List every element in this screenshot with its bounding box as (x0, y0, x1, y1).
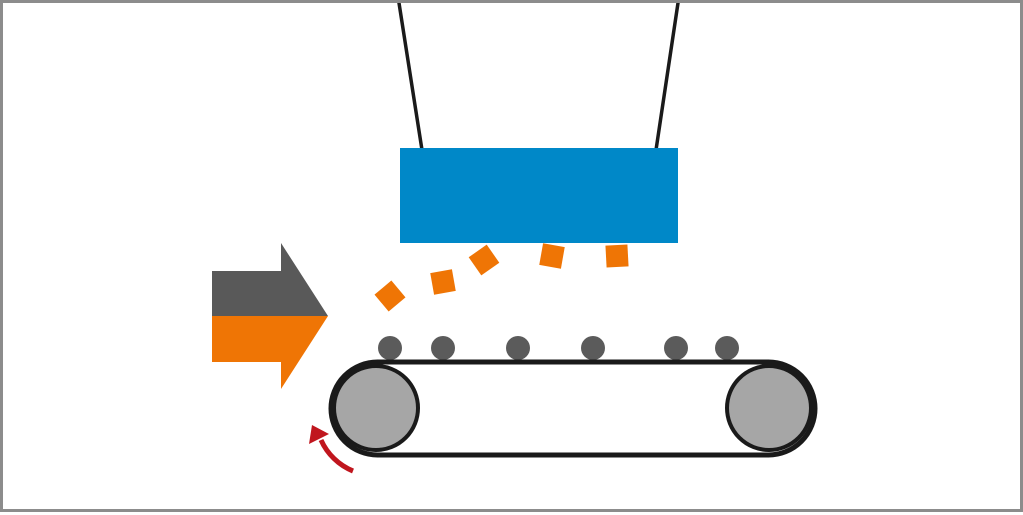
rotation-arrow (309, 425, 355, 474)
nonferrous-particle (664, 336, 688, 360)
ferrous-particle (430, 269, 456, 295)
nonferrous-particle (431, 336, 455, 360)
rotation-arrow-arc (318, 438, 355, 474)
suspension-cable-left (397, 3, 424, 152)
nonferrous-particle (378, 336, 402, 360)
magnetic-separator-diagram (212, 3, 818, 474)
material-flow-arrow-top (212, 243, 328, 316)
ferrous-particle (539, 243, 565, 269)
nonferrous-particles (378, 336, 739, 360)
conveyor (328, 359, 818, 458)
conveyor-belt (328, 359, 818, 458)
ferrous-particle (468, 244, 500, 276)
rotation-arrow-head (309, 425, 329, 444)
nonferrous-particle (715, 336, 739, 360)
head-pulley (725, 364, 813, 452)
nonferrous-particle (581, 336, 605, 360)
ferrous-particles (374, 243, 629, 312)
overband-magnet (400, 148, 678, 243)
material-flow-arrow-bottom (212, 316, 328, 389)
nonferrous-particle (506, 336, 530, 360)
ferrous-particle (605, 244, 629, 268)
material-flow-arrow (212, 243, 328, 389)
tail-pulley (332, 364, 420, 452)
ferrous-particle (374, 280, 406, 312)
suspension-cable-right (654, 3, 680, 152)
